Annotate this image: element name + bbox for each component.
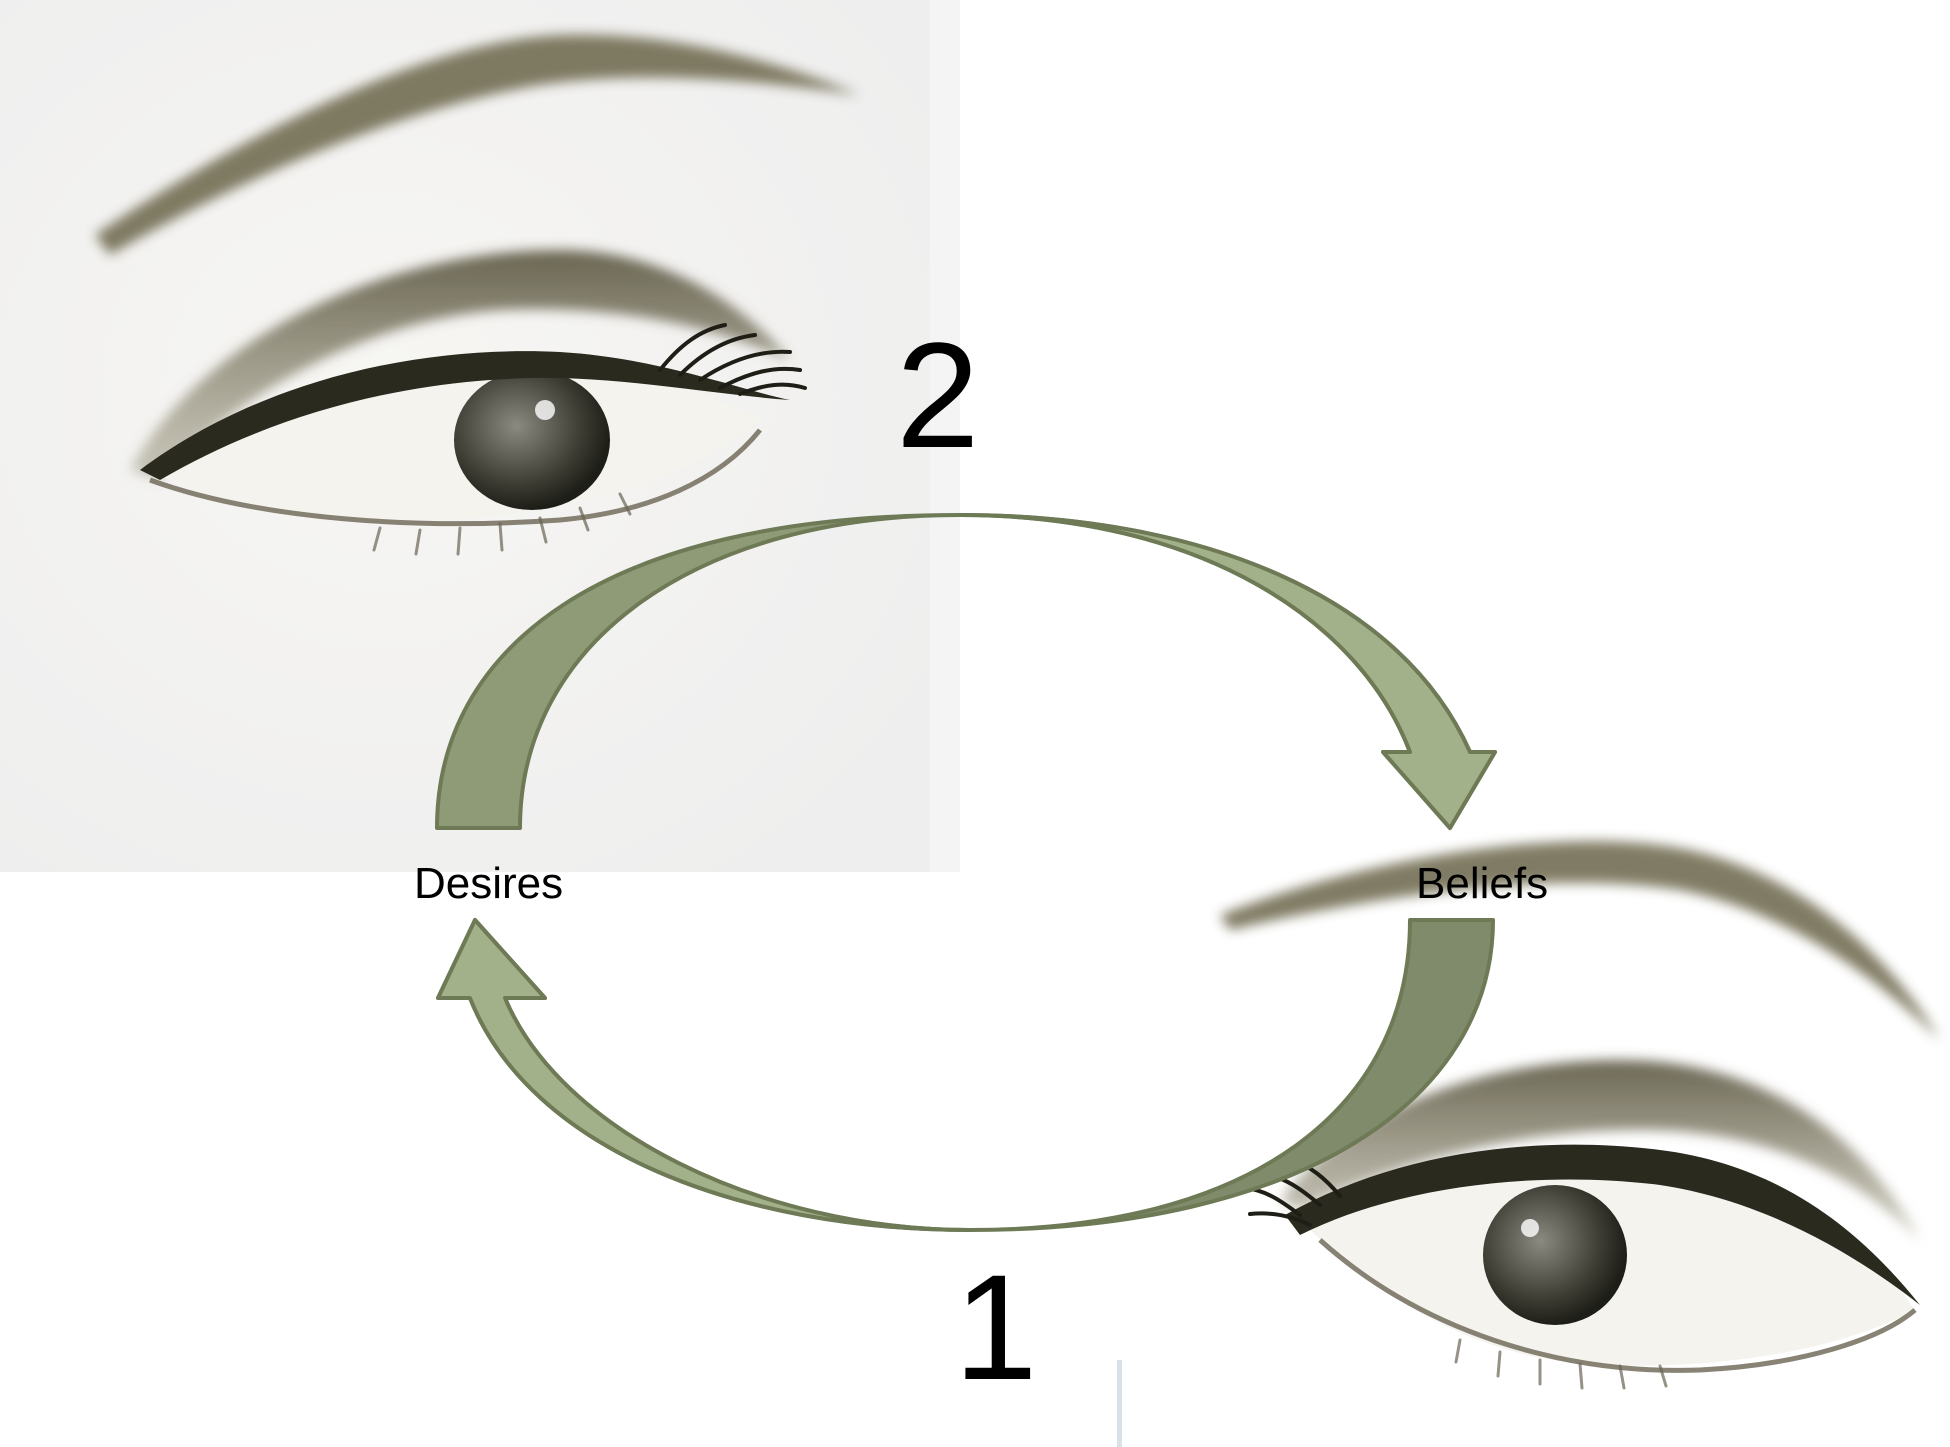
node-label-desires: Desires [414, 862, 563, 906]
step-number-1: 1 [954, 1252, 1037, 1402]
node-label-beliefs: Beliefs [1416, 862, 1548, 906]
step-number-2: 2 [896, 320, 979, 470]
eye-sketch-bottom-right [1117, 820, 1950, 1447]
